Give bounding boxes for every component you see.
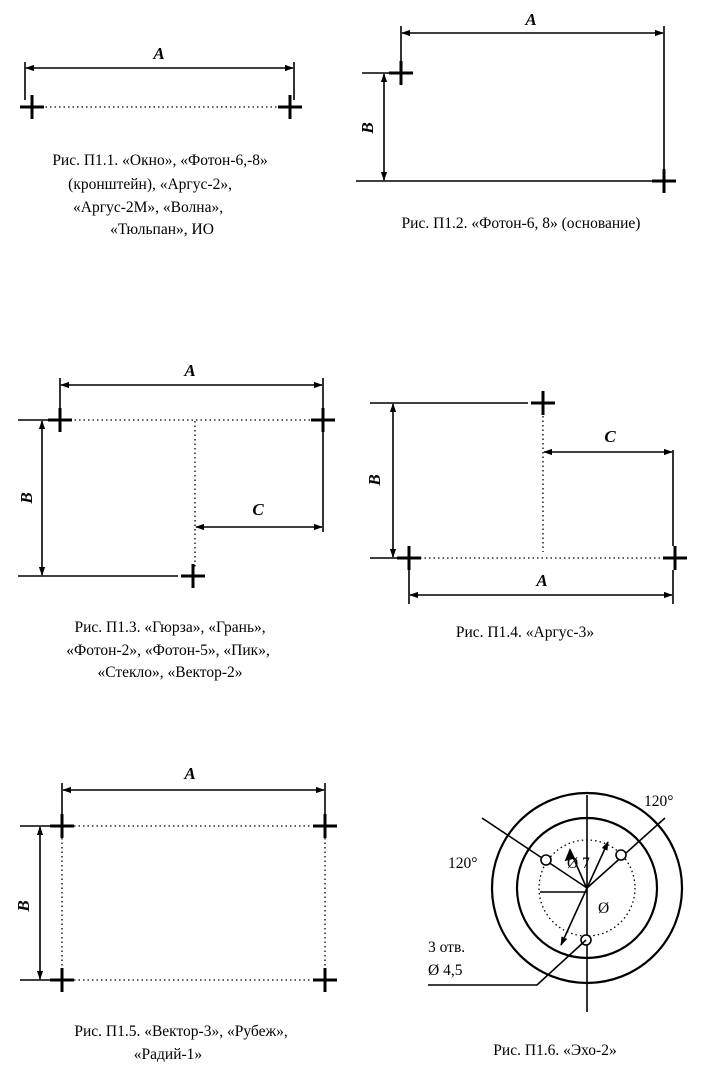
dimension-c-label: C (252, 500, 264, 519)
figure-caption: Рис. П1.5. «Вектор-3», «Рубеж», «Радий-1… (74, 1023, 291, 1063)
dimension-b-label: B (14, 900, 33, 912)
figure-p1-6: 120° 120° Ø 7 Ø 3 отв. Ø 4,5 Рис. П1.6. … (428, 791, 684, 1059)
mounting-point-cross (181, 564, 205, 588)
mounting-hole (540, 854, 552, 866)
angle-label: 120° (448, 855, 477, 872)
mounting-point-cross (20, 95, 44, 119)
holes-note: 3 отв. Ø 4,5 (428, 939, 469, 979)
mounting-point-cross (278, 95, 302, 119)
figure-p1-4: B C A Рис. П1.4. «Аргус-3» (365, 391, 687, 641)
mounting-point-cross (50, 968, 74, 992)
mounting-hole (615, 849, 627, 861)
mounting-point-cross (531, 391, 555, 415)
center-diameter-label: Ø (598, 900, 609, 917)
angle-label: 120° (644, 793, 673, 810)
figure-caption: Рис. П1.6. «Эхо-2» (493, 1042, 616, 1059)
figure-p1-2: A B Рис. П1.2. «Фотон-6, 8» (основание) (356, 10, 676, 232)
figure-p1-1: A Рис. П1.1. «Окно», «Фотон-6,-8» (кронш… (20, 44, 302, 238)
mounting-point-cross (48, 408, 72, 432)
mounting-point-cross (389, 61, 413, 85)
dimension-a-label: A (524, 10, 536, 29)
dimension-a-label: A (535, 571, 547, 590)
dimension-a-label: A (183, 764, 195, 783)
figure-caption: Рис. П1.4. «Аргус-3» (456, 624, 594, 641)
dimension-a-label: A (152, 44, 164, 63)
mounting-point-cross (652, 169, 676, 193)
dimension-b-label: B (17, 492, 36, 504)
figure-caption: Рис. П1.1. «Окно», «Фотон-6,-8» (кронште… (52, 152, 271, 238)
mounting-point-cross (663, 546, 687, 570)
mounting-point-cross (397, 546, 421, 570)
dimension-b-label: B (358, 122, 377, 134)
dimension-b-label: B (365, 474, 384, 486)
mounting-point-cross (313, 968, 337, 992)
figure-caption: Рис. П1.3. «Гюрза», «Грань», «Фотон-2», … (66, 619, 273, 681)
bolt-circle-diameter-line (560, 841, 609, 946)
mounting-point-cross (313, 814, 337, 838)
figure-p1-3: A B C Рис. П1.3. «Гюрза», «Грань», «Фото… (17, 361, 335, 681)
figure-caption: Рис. П1.2. «Фотон-6, 8» (основание) (402, 215, 641, 232)
figure-p1-5: A B Рис. П1.5. «Вектор-3», «Рубеж», «Рад… (14, 764, 337, 1063)
dimension-c-label: C (604, 427, 616, 446)
dimension-a-label: A (183, 361, 195, 380)
mounting-point-cross (50, 814, 74, 838)
bolt-circle-diameter-label: Ø 7 (567, 855, 590, 872)
mounting-point-cross (311, 408, 335, 432)
